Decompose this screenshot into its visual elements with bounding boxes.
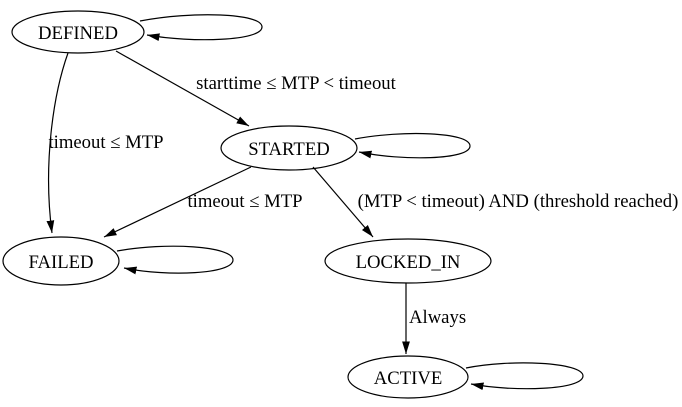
state-node-defined: DEFINED — [11, 10, 145, 54]
self-loop-started — [354, 132, 471, 159]
state-ellipse-locked-in — [324, 238, 492, 284]
edge-label-started-failed: timeout ≤ MTP — [187, 191, 302, 212]
state-node-locked-in: LOCKED_IN — [324, 238, 492, 284]
edge-line — [312, 166, 374, 238]
state-node-started: STARTED — [220, 125, 358, 171]
edge-locked-in-to-active: Always — [402, 283, 466, 354]
state-ellipse-failed — [2, 236, 120, 286]
edge-started-to-locked-in: (MTP < timeout) AND (threshold reached) — [312, 166, 679, 238]
state-label-started: STARTED — [248, 139, 329, 160]
self-loop-active — [465, 362, 584, 391]
state-label-failed: FAILED — [28, 252, 93, 273]
state-ellipse-started — [220, 125, 358, 171]
edge-started-to-failed: timeout ≤ MTP — [103, 166, 303, 238]
state-label-defined: DEFINED — [38, 23, 118, 44]
edge-line — [103, 166, 252, 238]
self-loop-defined — [139, 14, 263, 42]
state-ellipse-defined — [11, 10, 145, 54]
state-label-active: ACTIVE — [374, 368, 443, 389]
edge-label-locked-in-active: Always — [409, 307, 466, 328]
state-label-locked-in: LOCKED_IN — [356, 252, 461, 273]
edge-defined-to-started: starttime ≤ MTP < timeout — [115, 50, 397, 127]
edge-line — [115, 50, 250, 127]
edge-label-started-locked-in: (MTP < timeout) AND (threshold reached) — [358, 191, 679, 212]
edge-defined-to-failed: timeout ≤ MTP — [46, 52, 164, 234]
edge-line — [46, 52, 69, 234]
state-node-active: ACTIVE — [347, 355, 469, 399]
edge-label-defined-started: starttime ≤ MTP < timeout — [196, 73, 397, 94]
self-loop-failed — [116, 245, 234, 275]
state-node-failed: FAILED — [2, 236, 120, 286]
edge-label-defined-failed: timeout ≤ MTP — [48, 132, 163, 153]
state-ellipse-active — [347, 355, 469, 399]
